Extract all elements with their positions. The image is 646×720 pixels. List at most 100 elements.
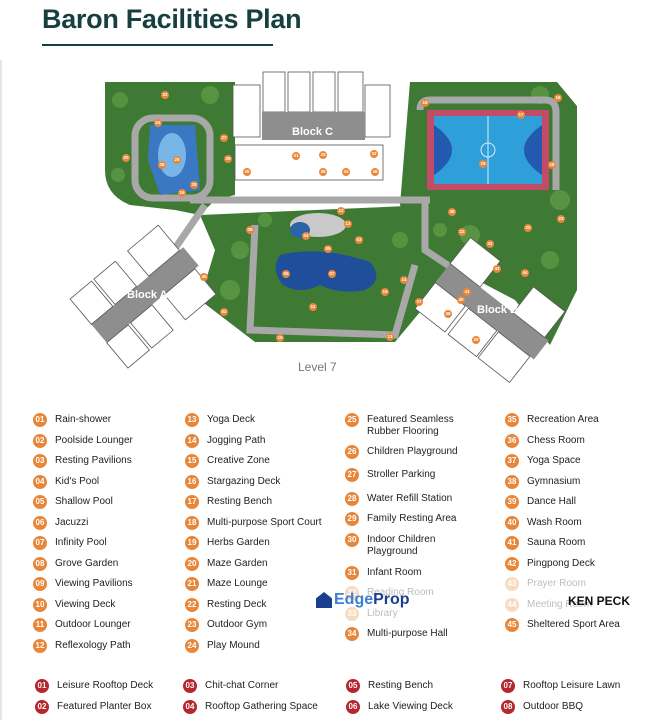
map-marker: 20 bbox=[524, 224, 532, 232]
rooftop-number-badge: 01 bbox=[35, 679, 49, 693]
rooftop-number-badge: 03 bbox=[183, 679, 197, 693]
rooftop-legend-label: Rooftop Gathering Space bbox=[205, 701, 318, 712]
legend-label: Yoga Space bbox=[527, 455, 581, 466]
legend-label: Recreation Area bbox=[527, 414, 599, 425]
map-marker: 02 bbox=[220, 308, 228, 316]
legend-number-badge: 44 bbox=[505, 597, 519, 612]
legend-number-badge: 36 bbox=[505, 433, 519, 448]
legend-number-badge: 29 bbox=[345, 512, 359, 526]
map-marker: 33 bbox=[319, 151, 327, 159]
block-b-building bbox=[414, 237, 566, 383]
legend-label: Outdoor Lounger bbox=[55, 619, 131, 630]
map-marker: 31 bbox=[292, 152, 300, 160]
legend-number-badge: 31 bbox=[345, 566, 359, 580]
legend-number-badge: 27 bbox=[345, 468, 359, 482]
legend-label: Shallow Pool bbox=[55, 496, 113, 507]
legend-number-badge: 02 bbox=[33, 433, 47, 448]
map-marker: 03 bbox=[355, 236, 363, 244]
legend-label: Stroller Parking bbox=[367, 469, 436, 480]
legend-number-badge: 06 bbox=[33, 515, 47, 530]
block-c-building bbox=[232, 71, 391, 181]
legend-label: Multi-purpose Sport Court bbox=[207, 516, 322, 528]
map-marker: 42 bbox=[486, 240, 494, 248]
map-marker: 38 bbox=[444, 310, 452, 318]
legend-number-badge: 10 bbox=[33, 597, 47, 612]
legend-label: Water Refill Station bbox=[367, 493, 453, 504]
map-marker: 09 bbox=[246, 226, 254, 234]
map-marker: 12 bbox=[337, 207, 345, 215]
rooftop-number-badge: 08 bbox=[501, 700, 515, 714]
legend-label: Maze Lounge bbox=[207, 578, 268, 589]
map-marker: 36 bbox=[371, 168, 379, 176]
map-marker: 16 bbox=[554, 94, 562, 102]
map-marker: 17 bbox=[517, 111, 525, 119]
block-c-label: Block C bbox=[292, 126, 333, 138]
map-marker: 05 bbox=[324, 245, 332, 253]
legend-number-badge: 07 bbox=[33, 536, 47, 550]
map-marker: 32 bbox=[370, 150, 378, 158]
legend-label: Multi-purpose Hall bbox=[367, 628, 448, 639]
rooftop-legend-label: Resting Bench bbox=[368, 680, 434, 691]
block-a-building bbox=[69, 224, 217, 369]
legend-label: Prayer Room bbox=[527, 578, 586, 589]
map-marker: 37 bbox=[415, 298, 423, 306]
map-marker: 07 bbox=[328, 270, 336, 278]
legend-number-badge: 30 bbox=[345, 533, 359, 547]
legend-label: Infinity Pool bbox=[55, 537, 107, 548]
map-marker: 41 bbox=[463, 288, 471, 296]
legend-number-badge: 25 bbox=[345, 413, 359, 427]
map-marker: 10 bbox=[276, 334, 284, 342]
legend-number-badge: 45 bbox=[505, 618, 519, 632]
map-marker: 45 bbox=[200, 273, 208, 281]
map-marker: 25 bbox=[173, 156, 181, 164]
legend-label: Yoga Deck bbox=[207, 414, 255, 425]
map-marker: 44 bbox=[521, 269, 529, 277]
map-marker: 18 bbox=[548, 161, 556, 169]
watermark-prop: Prop bbox=[373, 591, 410, 608]
map-marker: 20 bbox=[122, 154, 130, 162]
legend-number-badge: 26 bbox=[345, 445, 359, 459]
legend-label: Wash Room bbox=[527, 516, 582, 528]
legend-label: Library bbox=[367, 608, 398, 619]
legend-label: Family Resting Area bbox=[367, 513, 457, 524]
rooftop-legend-label: Leisure Rooftop Deck bbox=[57, 680, 154, 691]
map-marker: 22 bbox=[161, 91, 169, 99]
map-marker: 39 bbox=[448, 208, 456, 216]
legend-number-badge: 37 bbox=[505, 454, 519, 468]
legend-number-badge: 20 bbox=[185, 556, 199, 571]
legend-label: Reading Room bbox=[367, 587, 434, 598]
map-marker: 43 bbox=[493, 265, 501, 273]
legend-label: Outdoor Gym bbox=[207, 619, 268, 630]
map-marker: 28 bbox=[190, 181, 198, 189]
legend-label: Infant Room bbox=[367, 567, 422, 578]
map-marker: 13 bbox=[344, 220, 352, 228]
legend-number-badge: 11 bbox=[33, 618, 47, 632]
map-marker: 04 bbox=[302, 232, 310, 240]
legend-item: 37 Yoga Space bbox=[505, 454, 581, 468]
rooftop-number-badge: 05 bbox=[346, 679, 360, 693]
level-label: Level 7 bbox=[298, 360, 337, 374]
map-marker: 11 bbox=[309, 303, 317, 311]
